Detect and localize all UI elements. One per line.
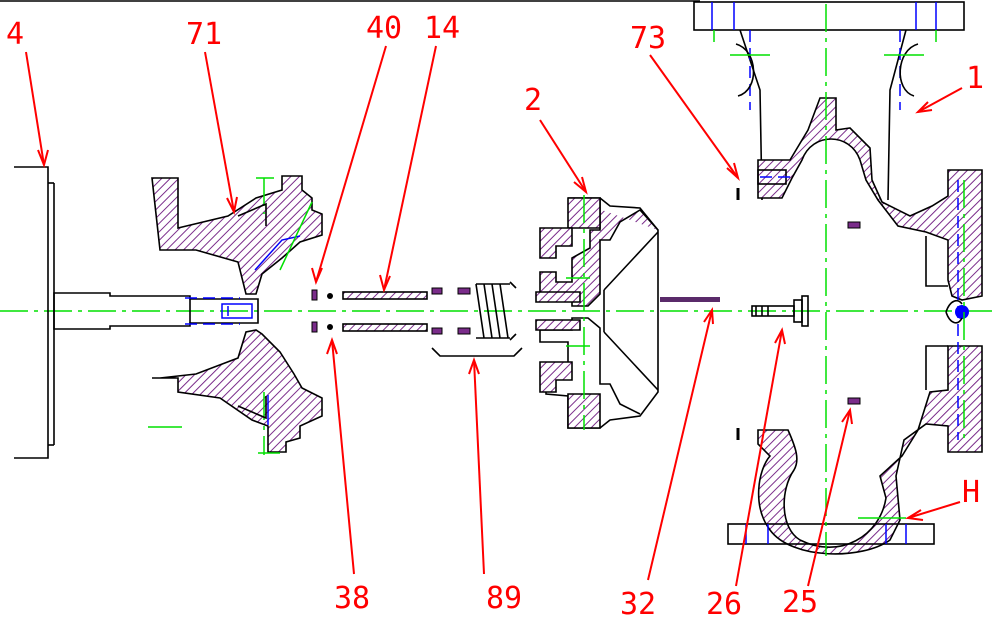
label-73: 73 xyxy=(630,21,666,56)
label-40: 40 xyxy=(366,11,402,46)
label-38: 38 xyxy=(334,581,370,616)
label-4: 4 xyxy=(6,17,24,52)
part-labels: 4 71 40 14 2 73 1 38 89 32 26 25 H xyxy=(6,11,984,620)
part-89-mechanical-seal xyxy=(431,281,523,357)
label-H: H xyxy=(962,475,980,510)
shaft xyxy=(53,292,259,330)
part-71-bracket xyxy=(148,175,323,455)
leader-lines xyxy=(25,45,963,587)
part-4-motor-plate xyxy=(14,166,55,459)
part-1-casing xyxy=(693,1,983,556)
part-40-38-rings xyxy=(311,289,333,333)
part-2-impeller xyxy=(535,195,659,430)
label-71: 71 xyxy=(186,17,222,52)
label-26: 26 xyxy=(706,587,742,620)
label-2: 2 xyxy=(524,83,542,118)
part-14-sleeve xyxy=(342,291,428,332)
part-32-washer xyxy=(660,297,720,302)
label-1: 1 xyxy=(966,61,984,96)
part-26-bolt xyxy=(751,295,809,327)
label-25: 25 xyxy=(782,585,818,620)
label-89: 89 xyxy=(486,581,522,616)
label-32: 32 xyxy=(620,587,656,620)
label-14: 14 xyxy=(424,11,460,46)
